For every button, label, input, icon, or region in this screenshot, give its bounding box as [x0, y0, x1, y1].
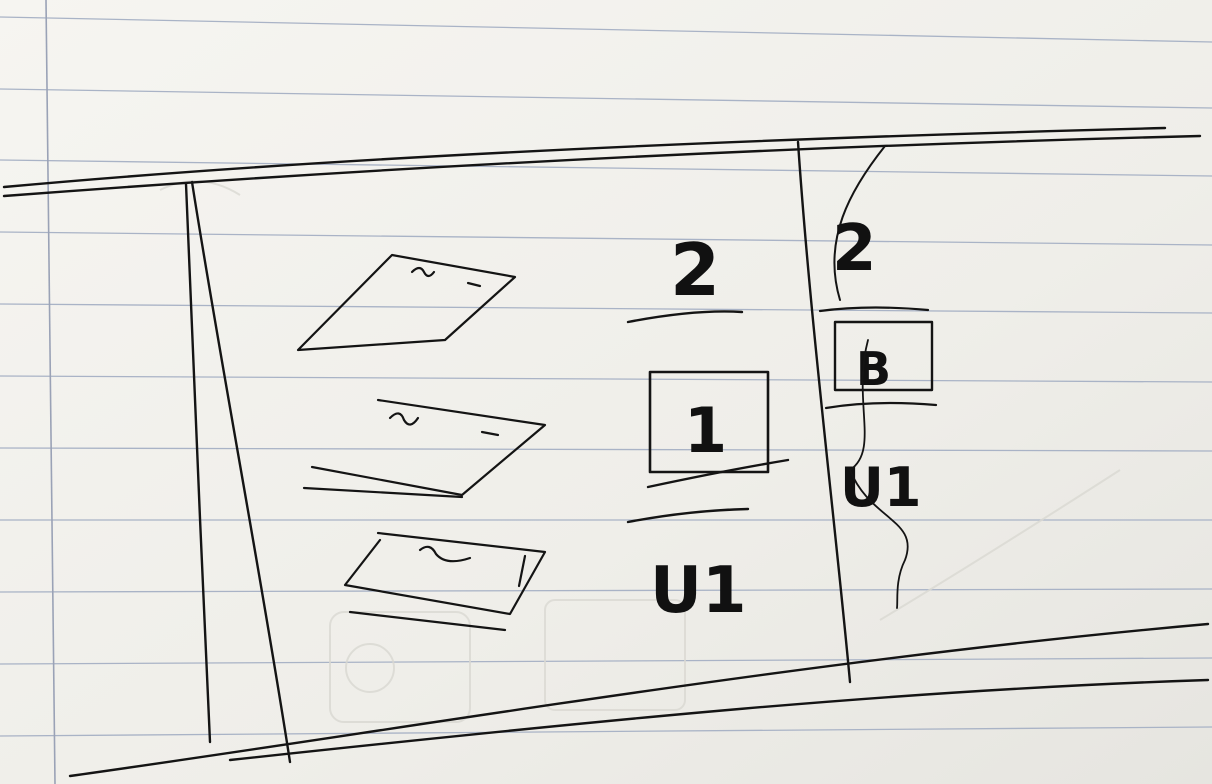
middle-bottom-label: U1: [650, 554, 747, 628]
right-top-label: 2: [832, 212, 877, 286]
middle-box-label: 1: [684, 394, 727, 467]
middle-top-label: 2: [670, 228, 720, 312]
right-box-label: B: [856, 342, 891, 396]
